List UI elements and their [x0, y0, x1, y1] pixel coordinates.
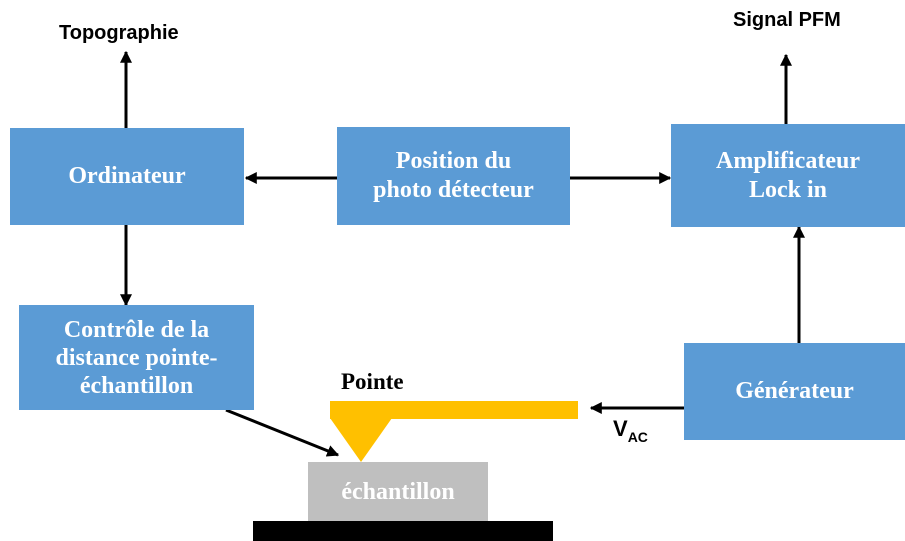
tip-triangle [330, 418, 392, 462]
signal-pfm-label: Signal PFM [733, 9, 841, 31]
computer-box: Ordinateur [10, 128, 244, 225]
topography-label: Topographie [59, 22, 179, 44]
sample: échantillon [308, 462, 488, 522]
cantilever [330, 401, 578, 419]
photodetector-box: Position du photo détecteur [337, 127, 570, 225]
sample-label: échantillon [341, 478, 455, 505]
distance-control-label: Contrôle de la distance pointe- échantil… [55, 316, 218, 399]
amplifier-label: Amplificateur Lock in [716, 147, 860, 203]
generator-label: Générateur [735, 378, 854, 404]
arrow-distance-control-to-sample [225, 408, 340, 457]
photodetector-label: Position du photo détecteur [373, 148, 534, 203]
vac-subscript: AC [627, 429, 648, 445]
sample-base [253, 521, 553, 541]
vac-main: V [613, 416, 628, 441]
amplifier-box: Amplificateur Lock in [671, 124, 905, 227]
tip-label: Pointe [341, 369, 404, 394]
computer-label: Ordinateur [68, 163, 186, 189]
vac-label: VAC [613, 416, 648, 445]
distance-control-box: Contrôle de la distance pointe- échantil… [19, 305, 254, 410]
generator-box: Générateur [684, 343, 905, 440]
